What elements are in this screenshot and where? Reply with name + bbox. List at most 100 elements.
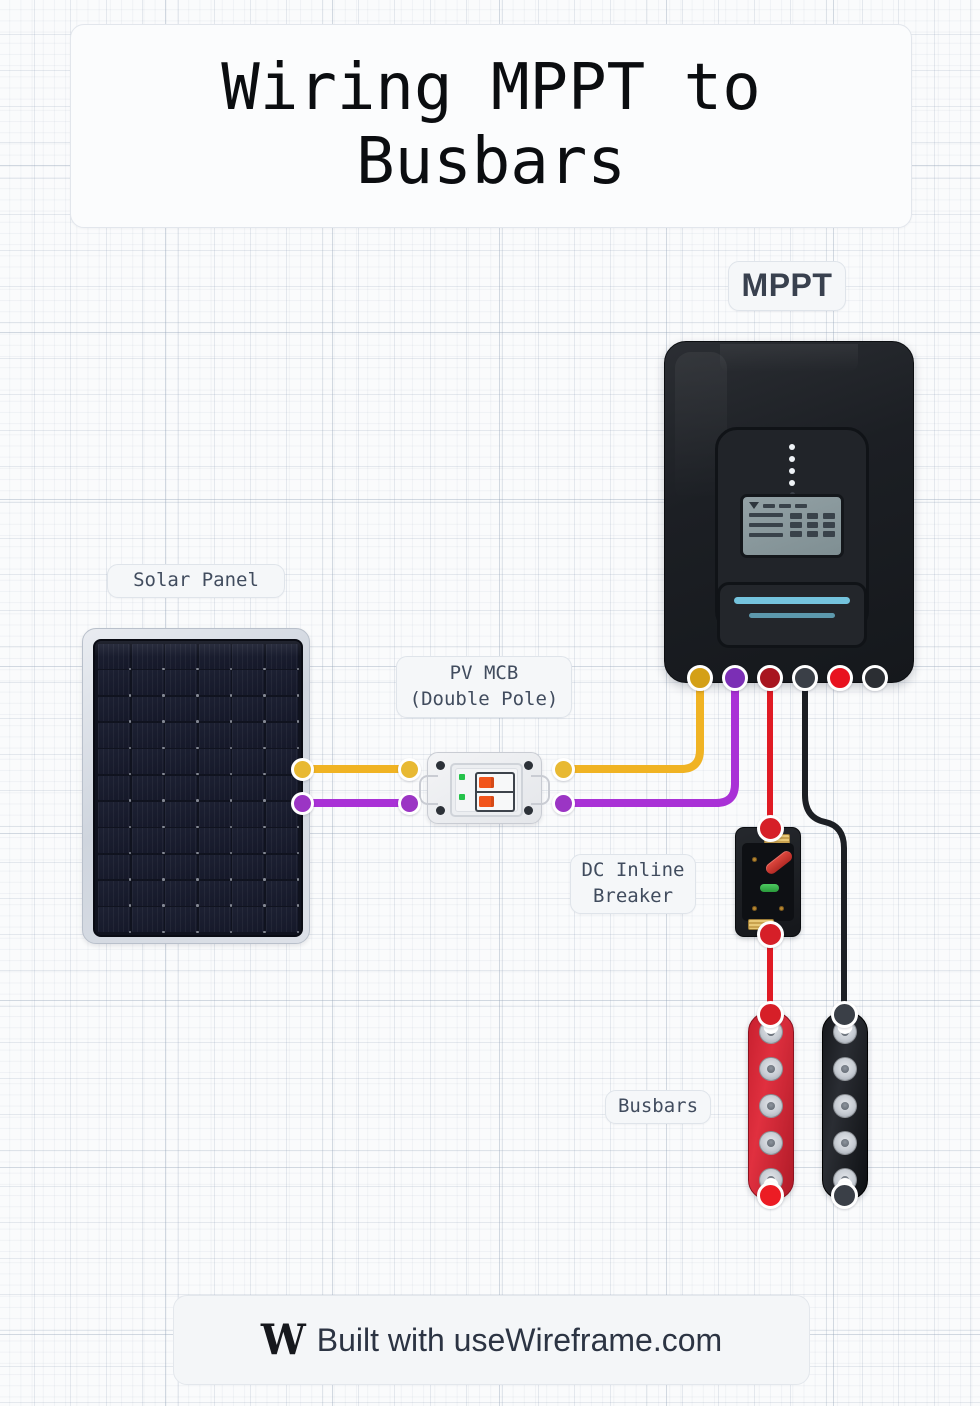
solar-cell: [131, 749, 166, 776]
solar-cell: [98, 644, 132, 671]
mcb-rocker-pad-2: [479, 796, 494, 807]
solar-cell: [232, 828, 266, 855]
solar-cell: [232, 670, 266, 697]
solar-cell: [198, 722, 233, 749]
mcb-input-negative-terminal[interactable]: [398, 792, 421, 815]
positive-busbar-stud[interactable]: [759, 1094, 783, 1118]
lcd-value-grid: [790, 513, 835, 537]
solar-cell: [165, 775, 199, 802]
solar-panel-negative-terminal[interactable]: [291, 792, 314, 815]
solar-cell: [165, 696, 199, 723]
solar-cell: [265, 670, 300, 697]
mcb-rocker-pole-1[interactable]: [477, 774, 513, 793]
mcb-indicator-pole-1: [459, 774, 465, 780]
solar-cell: [98, 907, 132, 934]
negative-busbar-stud[interactable]: [833, 1057, 857, 1081]
mcb-output-negative-terminal[interactable]: [552, 792, 575, 815]
negative-busbar-output-terminal[interactable]: [831, 1182, 858, 1209]
solar-cell: [232, 907, 266, 934]
solar-cell: [98, 670, 132, 697]
solar-cell: [265, 722, 300, 749]
negative-busbar-input-terminal[interactable]: [831, 1001, 858, 1028]
solar-cell: [165, 854, 199, 881]
breaker-screw-1: [752, 857, 757, 862]
mcb-inner-frame: [450, 763, 523, 817]
breaker-indicator: [760, 884, 779, 892]
solar-panel-positive-terminal[interactable]: [291, 758, 314, 781]
mppt-status-led-1: [789, 444, 795, 450]
lcd-cell: [806, 513, 819, 519]
mppt-terminal-pv-positive[interactable]: [687, 665, 713, 691]
mppt-terminal-battery-positive[interactable]: [757, 665, 783, 691]
solar-cell: [165, 907, 199, 934]
solar-panel[interactable]: [82, 628, 310, 944]
mppt-terminal-battery-negative[interactable]: [792, 665, 818, 691]
mcb-rocker-pole-2[interactable]: [477, 793, 513, 810]
lcd-left-bar-1: [749, 513, 783, 517]
wire-mcb-to-mppt-pv-negative: [559, 678, 739, 807]
label-pv-mcb: PV MCB (Double Pole): [396, 656, 572, 718]
solar-cell: [98, 775, 132, 802]
solar-cell: [98, 880, 132, 907]
solar-cell: [98, 696, 132, 723]
mppt-terminal-load-negative[interactable]: [862, 665, 888, 691]
mppt-status-led-2: [789, 456, 795, 462]
negative-busbar-stud[interactable]: [833, 1131, 857, 1155]
lcd-body: [749, 513, 835, 537]
page-title: Wiring MPPT to Busbars: [221, 51, 761, 199]
solar-cell: [198, 644, 233, 671]
lcd-header-seg-2: [779, 503, 791, 508]
lcd-cell: [823, 531, 835, 537]
mppt-vent-bar-2: [749, 613, 835, 618]
solar-cell: [198, 880, 233, 907]
solar-cell: [198, 801, 233, 828]
lcd-cell: [790, 513, 802, 519]
mppt-terminal-load-positive[interactable]: [827, 665, 853, 691]
breaker-input-terminal[interactable]: [757, 815, 784, 842]
lcd-header-seg-1: [763, 503, 775, 508]
solar-cell: [131, 854, 166, 881]
wire-mcb-to-mppt-pv-positive: [559, 678, 704, 773]
solar-cell: [165, 801, 199, 828]
breaker-lever[interactable]: [763, 848, 795, 877]
positive-busbar-input-terminal[interactable]: [757, 1001, 784, 1028]
solar-cell: [98, 722, 132, 749]
lcd-cell: [823, 522, 835, 528]
solar-cell: [232, 696, 266, 723]
label-busbars: Busbars: [605, 1090, 711, 1124]
wire-mppt-to-negative-busbar: [802, 679, 847, 1021]
title-card: Wiring MPPT to Busbars: [70, 24, 912, 228]
solar-cell: [232, 644, 266, 671]
positive-busbar-stud[interactable]: [759, 1131, 783, 1155]
solar-cell: [98, 801, 132, 828]
lcd-left-bar-2: [749, 523, 783, 527]
pv-mcb[interactable]: [419, 752, 550, 824]
mcb-switch-block[interactable]: [475, 772, 515, 812]
solar-cell: [98, 749, 132, 776]
lcd-cell: [790, 531, 802, 537]
mppt-controller[interactable]: [664, 341, 914, 683]
solar-cell: [165, 749, 199, 776]
mppt-status-led-4: [789, 480, 795, 486]
solar-cell: [165, 722, 199, 749]
mcb-output-positive-terminal[interactable]: [552, 758, 575, 781]
positive-busbar-output-terminal[interactable]: [757, 1182, 784, 1209]
lcd-header-seg-3: [795, 503, 807, 508]
solar-cell: [165, 880, 199, 907]
negative-busbar-stud[interactable]: [833, 1094, 857, 1118]
mppt-vent-bar-1: [734, 597, 850, 604]
label-mppt: MPPT: [728, 261, 846, 311]
positive-busbar-stud[interactable]: [759, 1057, 783, 1081]
solar-cell: [232, 749, 266, 776]
mppt-status-led-group: [789, 444, 795, 497]
negative-busbar[interactable]: [822, 1012, 868, 1200]
solar-cell: [265, 828, 300, 855]
mcb-screw-bottom-left: [436, 806, 445, 815]
solar-cell: [198, 907, 233, 934]
positive-busbar[interactable]: [748, 1012, 794, 1200]
breaker-output-terminal[interactable]: [757, 921, 784, 948]
mcb-input-positive-terminal[interactable]: [398, 758, 421, 781]
mppt-terminal-pv-negative[interactable]: [722, 665, 748, 691]
solar-cell: [165, 670, 199, 697]
